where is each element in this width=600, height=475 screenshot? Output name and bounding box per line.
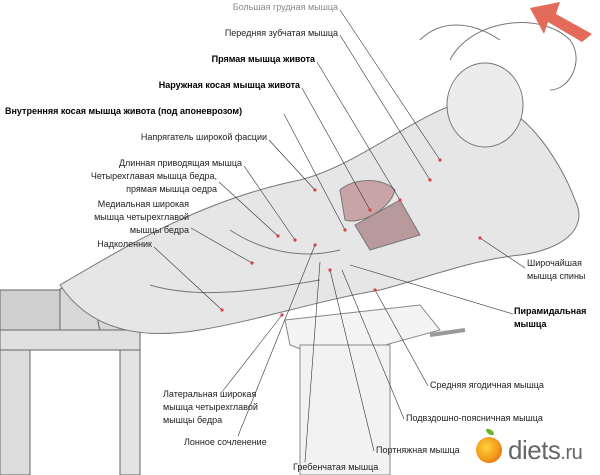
label-pectineus: Гребенчатая мышца — [293, 462, 379, 472]
bench — [284, 304, 466, 475]
label-quadriceps: Четырехглавая мышца бедра, прямая мышца … — [91, 170, 217, 196]
label-internal-oblique: Внутренняя косая мышца живота (под апоне… — [5, 106, 243, 116]
logo-tld: .ru — [560, 441, 583, 464]
label-rectus-abdominis: Прямая мышца живота — [211, 54, 315, 64]
label-pectoralis-major: Большая грудная мышца — [232, 2, 338, 12]
direction-arrow — [530, 2, 592, 42]
diets-logo[interactable]: diets.ru — [476, 429, 596, 467]
label-external-oblique: Наружная косая мышца живота — [158, 80, 300, 90]
muscle-markers — [220, 158, 482, 317]
label-line: мышцы бедра — [129, 225, 189, 235]
apple-icon — [476, 429, 502, 463]
label-vastus-medialis: Медиальная широкая мышца четырехглавой м… — [94, 198, 189, 237]
label-line: Четырехглавая мышца бедра, — [90, 171, 217, 181]
label-line: мышца четырехглавой — [163, 402, 258, 412]
label-line: мышца четырехглавой — [94, 212, 189, 222]
label-latissimus-dorsi: Широчайшая мышца спины — [527, 257, 585, 283]
label-serratus-anterior: Передняя зубчатая мышца — [224, 28, 338, 38]
body — [59, 22, 580, 335]
label-patella: Надколенник — [97, 239, 152, 249]
label-line: Широчайшая — [527, 258, 582, 268]
label-pubic-symphysis: Лонное сочленение — [184, 437, 267, 447]
label-pyramidalis: Пирамидальная мышца — [514, 305, 586, 331]
label-line: мышцы бедра — [163, 415, 223, 425]
label-adductor-longus: Длинная приводящая мышца — [118, 158, 242, 168]
label-line: мышца — [514, 319, 547, 329]
label-line: Медиальная широкая — [97, 199, 189, 209]
label-iliopsoas: Подвздошно-поясничная мышца — [406, 413, 543, 423]
label-gluteus-medius: Средняя ягодичная мышца — [430, 380, 544, 390]
label-line: прямая мышца оедра — [126, 184, 217, 194]
label-tensor-fasciae-latae: Напрягатель широкой фасции — [140, 132, 267, 142]
label-sartorius: Портняжная мышца — [376, 445, 460, 455]
label-vastus-lateralis: Латеральная широкая мышца четырехглавой … — [163, 388, 258, 427]
label-line: Пирамидальная — [514, 306, 587, 316]
label-line: Латеральная широкая — [163, 389, 257, 399]
logo-text: diets.ru — [508, 434, 583, 466]
logo-name: diets — [508, 434, 561, 465]
label-line: мышца спины — [527, 271, 586, 281]
leader-lines — [153, 9, 526, 463]
